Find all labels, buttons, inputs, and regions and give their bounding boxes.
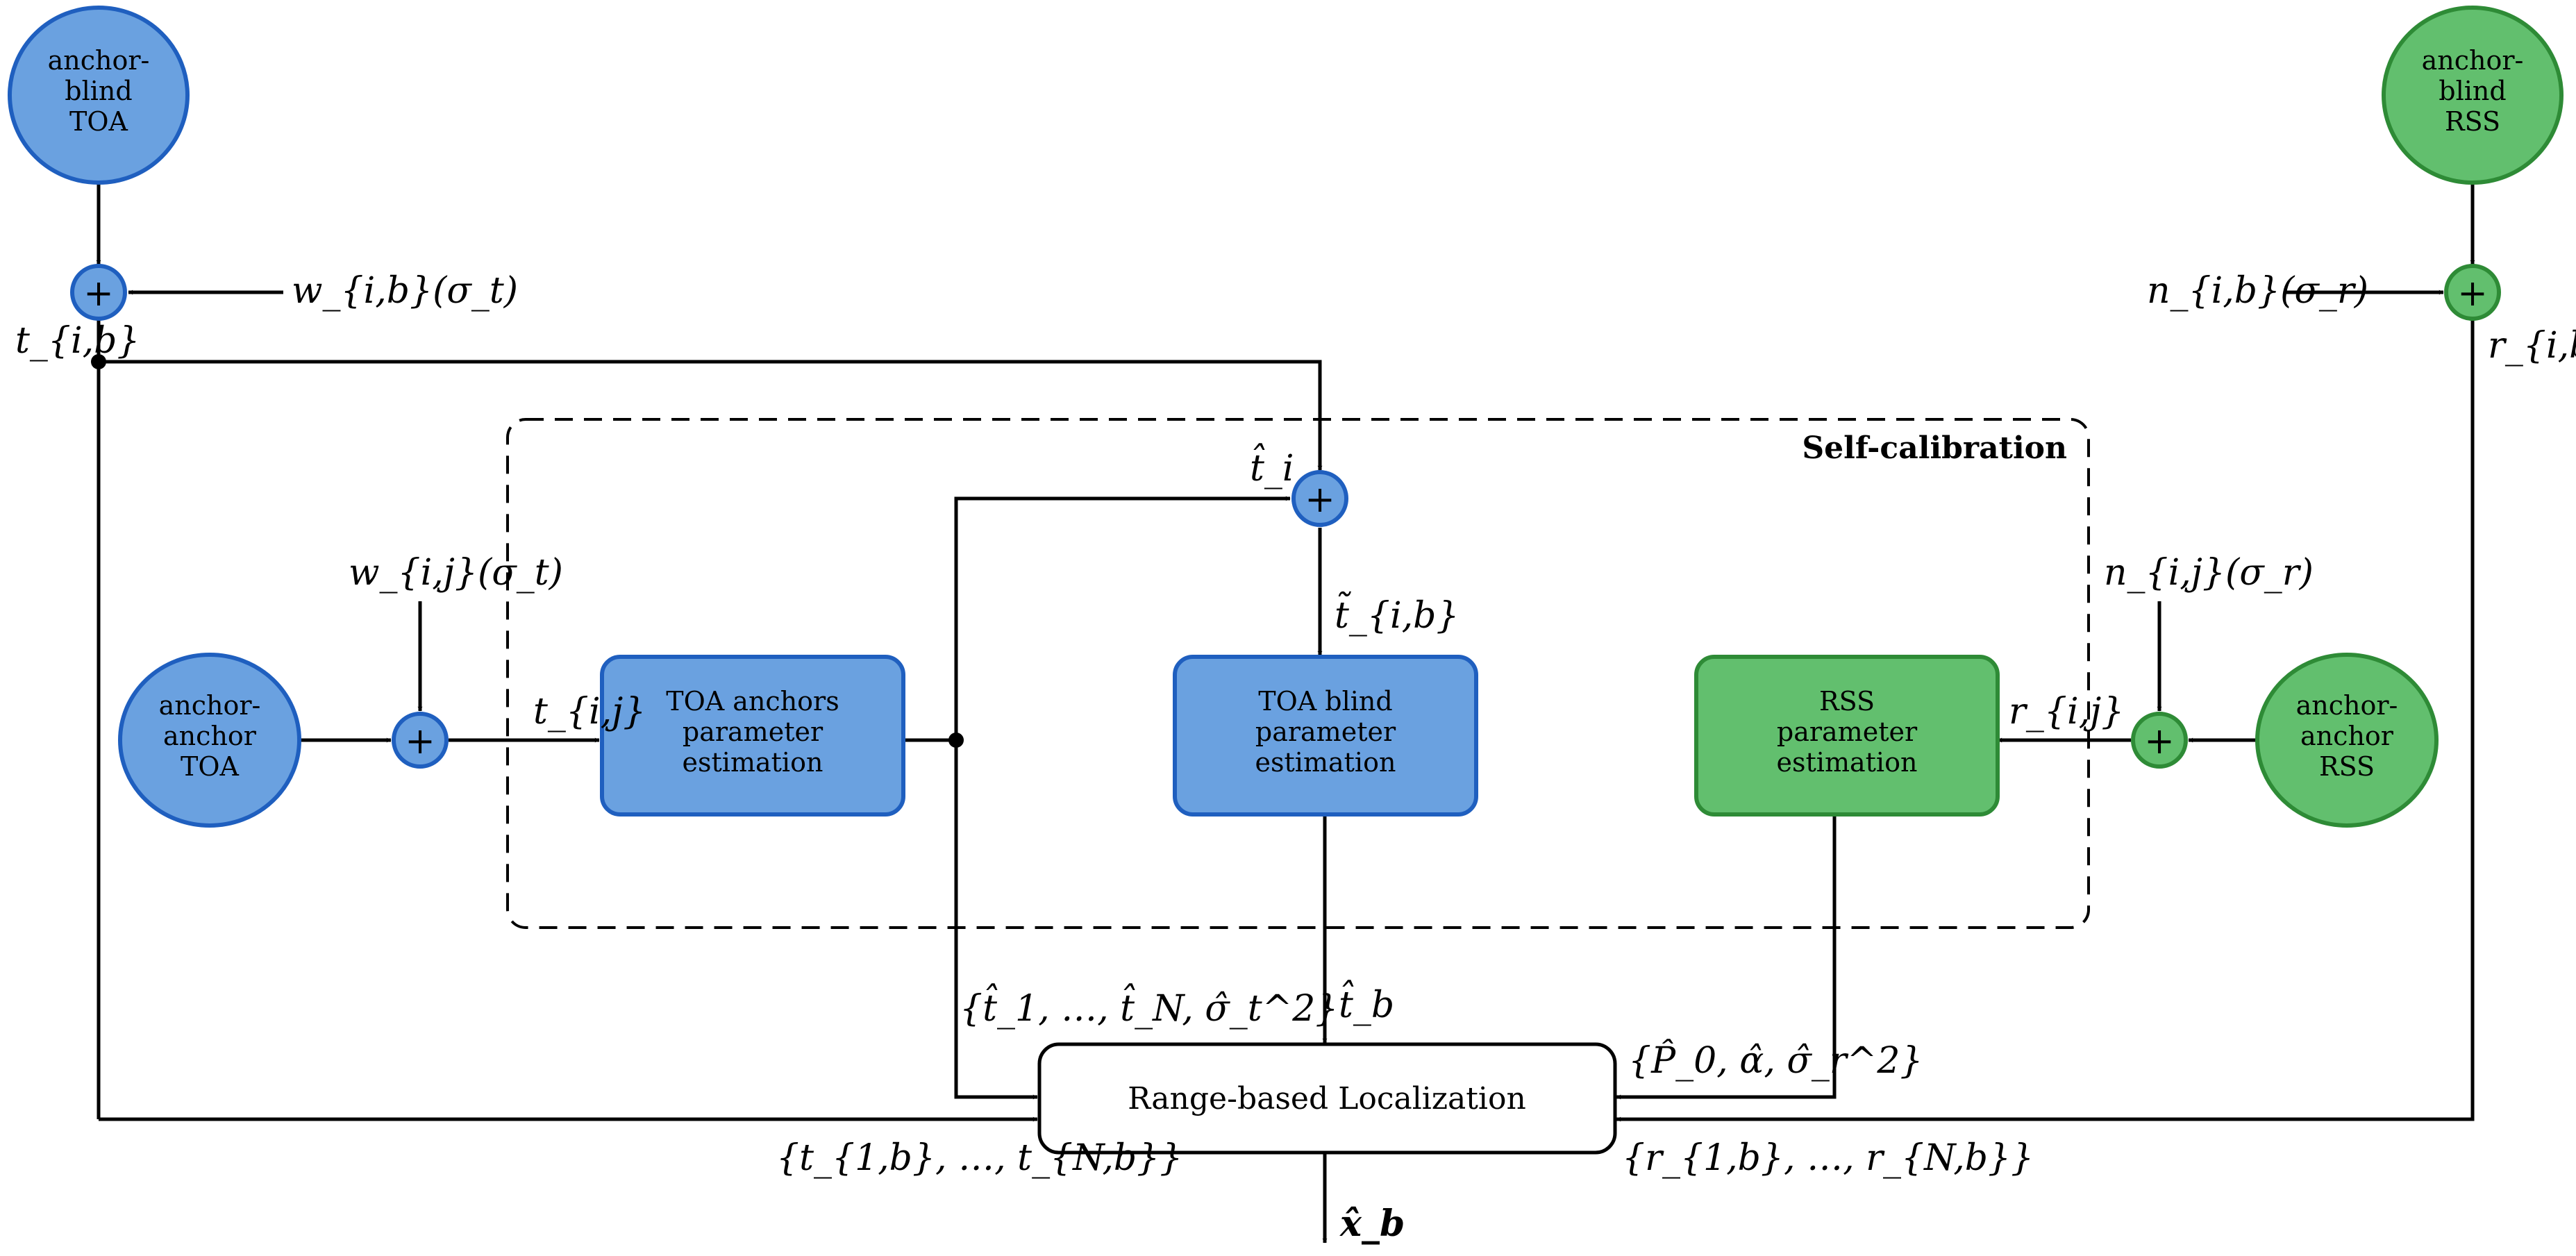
adder-anchor-toa: + — [392, 712, 449, 769]
node-anchor-blind-rss: anchor- blind RSS — [2382, 6, 2564, 185]
label-r-set: {r_{1,b}, …, r_{N,b}} — [1622, 1137, 2034, 1179]
box-toa-blind-line2: parameter — [1255, 717, 1396, 747]
box-toa-blind-estimation: TOA blind parameter estimation — [1173, 655, 1478, 817]
box-range-localization: Range-based Localization — [1037, 1042, 1617, 1155]
box-rss-line1: RSS — [1819, 686, 1875, 717]
adder-calibration-shape — [1291, 470, 1348, 527]
adder-blind-rss-shape — [2444, 264, 2501, 321]
node-anchor-anchor-rss-line3: RSS — [2319, 751, 2375, 782]
box-toa-anchors-shape — [600, 655, 905, 817]
node-anchor-anchor-toa-line1: anchor- — [159, 690, 261, 721]
label-t-set: {t_{1,b}, …, t_{N,b}} — [776, 1137, 1182, 1179]
wire-rss-params-to-localization — [1616, 816, 1837, 1100]
wire-that-i-to-adder — [954, 496, 1291, 740]
node-anchor-anchor-rss: anchor- anchor RSS — [2255, 653, 2439, 828]
junction-dot-anchors — [948, 732, 964, 748]
box-rss-estimation: RSS parameter estimation — [1694, 655, 2000, 817]
connector-lines — [96, 184, 2475, 1244]
node-anchor-anchor-toa-line2: anchor — [163, 721, 257, 751]
node-anchor-blind-toa-shape — [8, 6, 190, 185]
adder-anchor-toa-shape — [392, 712, 449, 769]
self-calibration-region — [506, 418, 2090, 929]
box-toa-anchors-line1: TOA anchors — [666, 686, 839, 717]
adder-blind-toa-shape — [70, 264, 127, 321]
adder-anchor-rss: + — [2131, 712, 2188, 769]
node-anchor-anchor-toa-line3: TOA — [181, 751, 239, 782]
node-anchor-anchor-rss-line1: anchor- — [2296, 690, 2398, 721]
adder-blind-rss-symbol: + — [2457, 273, 2488, 315]
box-toa-blind-line1: TOA blind — [1258, 686, 1392, 717]
label-n-ij: n_{i,j}(σ_r) — [2104, 552, 2314, 594]
node-anchor-anchor-toa: anchor- anchor TOA — [118, 653, 301, 828]
box-toa-blind-line3: estimation — [1255, 747, 1396, 778]
box-toa-anchors-line2: parameter — [683, 717, 823, 747]
label-t-ij: t_{i,j} — [533, 691, 646, 732]
label-w-ij: w_{i,j}(σ_t) — [349, 552, 563, 594]
label-r-ib: r_{i,b} — [2488, 325, 2576, 367]
node-anchor-blind-toa-line3: TOA — [69, 106, 128, 137]
adder-blind-rss: + — [2444, 264, 2501, 321]
box-range-localization-shape — [1037, 1042, 1617, 1155]
label-w-ib: w_{i,b}(σ_t) — [292, 270, 518, 312]
wire-toa-params-to-localization — [954, 740, 1038, 1100]
node-anchor-blind-rss-line1: anchor- — [2422, 45, 2524, 76]
node-anchor-blind-rss-shape — [2382, 6, 2564, 185]
adder-anchor-toa-symbol: + — [405, 721, 435, 762]
node-anchor-blind-toa-line2: blind — [65, 76, 132, 106]
box-toa-anchors-line3: estimation — [683, 747, 823, 778]
adder-anchor-rss-shape — [2131, 712, 2188, 769]
wire-rib-to-localization — [1616, 320, 2475, 1122]
label-n-ib: n_{i,b}(σ_r) — [2147, 270, 2368, 312]
box-toa-blind-shape — [1173, 655, 1478, 817]
box-range-localization-label: Range-based Localization — [1128, 1081, 1526, 1116]
label-t-hat-b: t̂_b — [1339, 980, 1394, 1026]
node-anchor-blind-toa-line1: anchor- — [48, 45, 150, 76]
label-t-ib: t_{i,b} — [15, 320, 140, 362]
label-toa-params-set: {t̂_1, …, t̂_N, σ̂_t^2} — [960, 984, 1338, 1030]
adder-blind-toa-symbol: + — [83, 273, 114, 315]
self-calibration-title: Self-calibration — [1802, 430, 2067, 466]
label-x-hat-b: x̂_b — [1339, 1203, 1405, 1245]
box-rss-shape — [1694, 655, 2000, 817]
label-r-ij: r_{i,j} — [2009, 691, 2124, 732]
adder-calibration: + — [1291, 470, 1348, 527]
wire-tib-to-calibration-adder — [99, 360, 1323, 471]
label-t-tilde-ib: t̃_{i,b} — [1335, 591, 1460, 637]
label-t-hat-i: t̂_i — [1250, 444, 1294, 489]
node-anchor-anchor-rss-shape — [2255, 653, 2439, 828]
node-anchor-blind-toa: anchor- blind TOA — [8, 6, 190, 185]
node-anchor-blind-rss-line2: blind — [2439, 76, 2506, 106]
box-rss-line2: parameter — [1777, 717, 1918, 747]
node-anchor-anchor-toa-shape — [118, 653, 301, 828]
label-rss-params-set: {P̂_0, α̂, σ̂_r^2} — [1628, 1039, 1923, 1082]
adder-blind-toa: + — [70, 264, 127, 321]
box-toa-anchors-estimation: TOA anchors parameter estimation — [600, 655, 905, 817]
node-anchor-anchor-rss-line2: anchor — [2300, 721, 2394, 751]
adder-anchor-rss-symbol: + — [2144, 721, 2175, 762]
box-rss-line3: estimation — [1777, 747, 1918, 778]
junction-dot-tib — [91, 354, 106, 369]
node-anchor-blind-rss-line3: RSS — [2445, 106, 2500, 137]
adder-calibration-symbol: + — [1305, 479, 1335, 521]
